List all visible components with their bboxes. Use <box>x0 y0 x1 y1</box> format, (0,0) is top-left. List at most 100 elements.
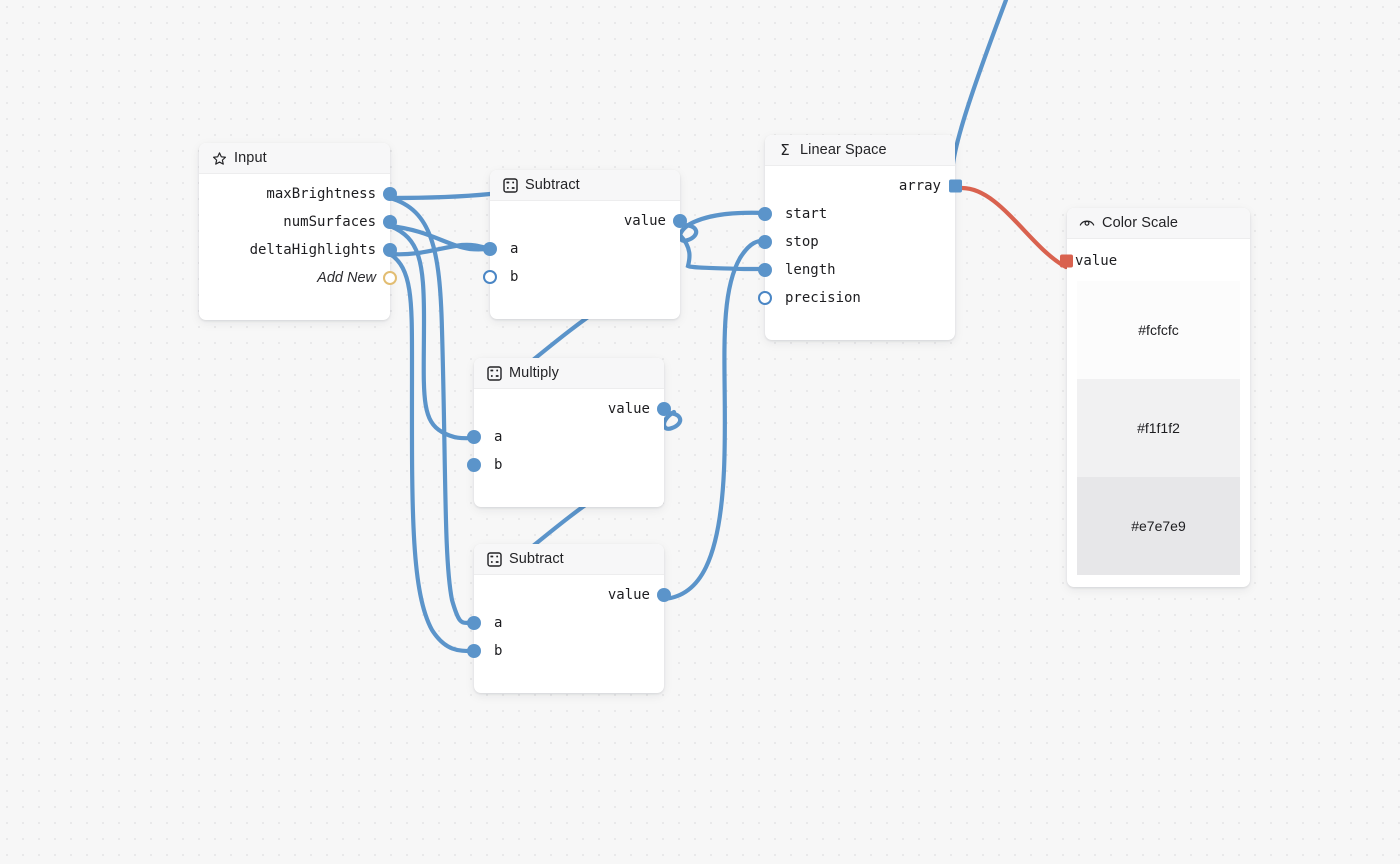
port-label-multiply-a: a <box>494 429 503 445</box>
node-input-body: maxBrightness numSurfaces deltaHighlight… <box>199 174 397 320</box>
port-row-subtract-top-value[interactable]: value <box>490 207 687 235</box>
node-color-scale-body: value #fcfcfc #f1f1f2 #e7e7e9 <box>1060 239 1250 587</box>
node-color-scale[interactable]: Color Scale value #fcfcfc #f1f1f2 #e7e7e… <box>1060 208 1250 587</box>
node-color-scale-header[interactable]: Color Scale <box>1067 208 1250 239</box>
node-multiply-title: Multiply <box>509 365 559 381</box>
sigma-icon: Σ <box>780 140 790 159</box>
port-row-subtract-bottom-value[interactable]: value <box>474 581 671 609</box>
port-row-start[interactable]: start <box>758 200 955 228</box>
port-row-numsurfaces[interactable]: numSurfaces <box>199 208 397 236</box>
port-row-subtract-top-a[interactable]: a <box>483 235 680 263</box>
port-label-maxbrightness: maxBrightness <box>266 186 376 202</box>
port-row-subtract-bottom-b[interactable]: b <box>467 637 664 665</box>
port-row-deltahighlights[interactable]: deltaHighlights <box>199 236 397 264</box>
node-linear-space[interactable]: Σ Linear Space array start stop length <box>758 135 962 340</box>
port-length[interactable] <box>758 263 772 277</box>
port-deltahighlights[interactable] <box>383 243 397 257</box>
port-label-length: length <box>785 262 836 278</box>
port-subtract-bottom-a[interactable] <box>467 616 481 630</box>
node-linear-space-body: array start stop length precision <box>758 166 962 340</box>
port-add-new[interactable] <box>383 271 397 285</box>
port-start[interactable] <box>758 207 772 221</box>
edge-subtract-top-value-to-start <box>677 210 769 243</box>
port-label-array: array <box>898 178 941 194</box>
color-swatch-label: #e7e7e9 <box>1131 518 1186 534</box>
port-subtract-bottom-value[interactable] <box>657 588 671 602</box>
port-array-output[interactable] <box>949 179 962 193</box>
port-label-precision: precision <box>785 290 861 306</box>
port-row-precision[interactable]: precision <box>758 284 955 312</box>
node-subtract-bottom-body: value a b <box>467 575 671 693</box>
port-label-subtract-bottom-a: a <box>494 615 503 631</box>
port-label-multiply-b: b <box>494 457 503 473</box>
color-swatch-list: #fcfcfc #f1f1f2 #e7e7e9 <box>1067 277 1250 585</box>
port-row-subtract-top-b[interactable]: b <box>483 263 680 291</box>
edge-maxbrightness-to-subtract-bottom-a <box>387 195 477 626</box>
port-subtract-top-a[interactable] <box>483 242 497 256</box>
port-stop[interactable] <box>758 235 772 249</box>
matrix-icon <box>502 177 518 193</box>
edge-deltahighlights-to-subtract-top-a <box>387 242 493 257</box>
port-row-subtract-bottom-a[interactable]: a <box>467 609 664 637</box>
node-multiply-body: value a b <box>467 389 671 507</box>
port-subtract-top-value[interactable] <box>673 214 687 228</box>
port-maxbrightness[interactable] <box>383 187 397 201</box>
port-label-start: start <box>785 206 828 222</box>
node-subtract-bottom-header[interactable]: Subtract <box>474 544 664 575</box>
edge-numsurfaces-to-subtract-top-a <box>387 223 493 252</box>
port-row-multiply-value[interactable]: value <box>474 395 671 423</box>
port-row-multiply-a[interactable]: a <box>467 423 664 451</box>
port-row-length[interactable]: length <box>758 256 955 284</box>
port-label-color-scale-value: value <box>1075 253 1118 269</box>
edge-array-to-offscreen-top <box>949 0 1009 191</box>
color-swatch[interactable]: #f1f1f2 <box>1077 379 1240 477</box>
port-row-multiply-b[interactable]: b <box>467 451 664 479</box>
matrix-icon <box>486 551 502 567</box>
port-row-color-scale-value[interactable]: value <box>1060 245 1250 277</box>
port-label-subtract-top-a: a <box>510 241 519 257</box>
node-subtract-top[interactable]: Subtract value a b <box>483 170 687 319</box>
color-swatch[interactable]: #fcfcfc <box>1077 281 1240 379</box>
port-row-stop[interactable]: stop <box>758 228 955 256</box>
node-subtract-top-header[interactable]: Subtract <box>490 170 680 201</box>
node-multiply-header[interactable]: Multiply <box>474 358 664 389</box>
color-swatch[interactable]: #e7e7e9 <box>1077 477 1240 575</box>
port-row-array[interactable]: array <box>765 172 962 200</box>
port-precision[interactable] <box>758 291 772 305</box>
node-input[interactable]: Input maxBrightness numSurfaces deltaHig… <box>199 143 397 320</box>
edge-deltahighlights-to-subtract-bottom-b <box>387 251 477 654</box>
port-row-maxbrightness[interactable]: maxBrightness <box>199 180 397 208</box>
color-swatch-label: #fcfcfc <box>1138 322 1179 338</box>
eye-icon <box>1079 215 1095 231</box>
port-subtract-bottom-b[interactable] <box>467 644 481 658</box>
port-row-add-new[interactable]: Add New <box>199 264 397 292</box>
port-numsurfaces[interactable] <box>383 215 397 229</box>
port-label-subtract-top-value: value <box>623 213 666 229</box>
port-subtract-top-b[interactable] <box>483 270 497 284</box>
add-new-label: Add New <box>317 270 376 286</box>
port-label-deltahighlights: deltaHighlights <box>249 242 376 258</box>
port-color-scale-value[interactable] <box>1060 254 1073 268</box>
node-linear-space-title: Linear Space <box>800 142 887 158</box>
color-swatch-label: #f1f1f2 <box>1137 420 1180 436</box>
edge-array-to-color-scale-value <box>959 185 1069 270</box>
node-color-scale-title: Color Scale <box>1102 215 1179 231</box>
node-subtract-bottom-title: Subtract <box>509 551 564 567</box>
edge-subtract-top-value-to-length <box>677 232 769 272</box>
node-linear-space-header[interactable]: Σ Linear Space <box>765 135 955 166</box>
node-subtract-top-title: Subtract <box>525 177 580 193</box>
port-label-stop: stop <box>785 234 819 250</box>
port-multiply-b[interactable] <box>467 458 481 472</box>
edge-maxbrightness-to-subtract-top <box>387 191 493 201</box>
node-input-title: Input <box>234 150 267 166</box>
port-multiply-value[interactable] <box>657 402 671 416</box>
matrix-icon <box>486 365 502 381</box>
port-label-multiply-value: value <box>607 401 650 417</box>
node-multiply[interactable]: Multiply value a b <box>467 358 671 507</box>
port-multiply-a[interactable] <box>467 430 481 444</box>
star-icon <box>211 150 227 166</box>
node-input-header[interactable]: Input <box>199 143 390 174</box>
node-subtract-bottom[interactable]: Subtract value a b <box>467 544 671 693</box>
port-label-subtract-bottom-b: b <box>494 643 503 659</box>
